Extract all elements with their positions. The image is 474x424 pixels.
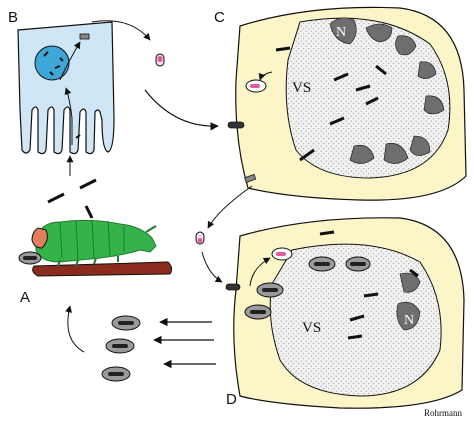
nucleus-label-c: N: [336, 25, 346, 40]
virion-rod-icon: [329, 116, 345, 126]
epithelial-cell-body: [17, 21, 115, 155]
nucleocapsid-rods-d: [319, 230, 419, 340]
virion-rod-icon: [54, 65, 61, 69]
virion-rod-icon: [365, 96, 379, 106]
panel-d-infected-cell: N VS: [225, 217, 465, 409]
virion-rod-icon: [275, 46, 291, 52]
occlusion-bodies-d: [244, 256, 371, 320]
panel-label-d: D: [226, 391, 237, 408]
arrow-icon: [207, 185, 253, 229]
chromatin-clumps: [396, 272, 421, 331]
virion-rod-icon: [75, 134, 81, 139]
nucleus-c-virogenic-stroma: [285, 17, 451, 179]
author-credit: Rohrmann: [424, 408, 462, 418]
arrow-icon: [59, 41, 81, 81]
virion-rod-icon: [319, 230, 335, 236]
arrow-icon: [65, 305, 85, 353]
panel-label-c: C: [214, 9, 225, 26]
budded-virus-icon: [155, 53, 165, 67]
vs-label-d: VS: [302, 320, 321, 336]
virion-rod-icon: [59, 57, 64, 62]
virion-rod-icon: [355, 84, 371, 92]
panel-a-host: A: [18, 178, 173, 353]
virion-rod-icon: [47, 192, 65, 204]
virion-rod-icon: [375, 64, 387, 76]
chromatin-clumps: [329, 17, 445, 164]
virion-rod-icon: [333, 72, 349, 82]
virion-rod-icon: [84, 205, 94, 219]
occlusion-body-icon: [111, 315, 141, 331]
budded-virus-icon: [245, 79, 267, 93]
nucleus-label-d: N: [404, 313, 414, 328]
budded-virus-icon: [195, 231, 205, 245]
released-occlusion-bodies: [101, 315, 216, 382]
arrow-icon: [144, 89, 219, 131]
occlusion-body-icon: [18, 251, 42, 265]
arrow-icon: [91, 20, 151, 41]
occlusion-body-icon: [256, 282, 284, 298]
virion-entering: [225, 283, 241, 291]
occlusion-body-icon: [308, 256, 336, 272]
arrow-icon: [64, 87, 73, 145]
virion-rod-icon: [299, 148, 315, 162]
budding-virion: [244, 173, 257, 184]
virion-rod-icon: [49, 71, 54, 76]
arrow-icon: [201, 251, 223, 283]
budded-virus-icon: [271, 247, 293, 261]
virion-rod-icon: [363, 292, 379, 298]
virion-rod-icon: [349, 314, 365, 322]
panel-label-a: A: [20, 289, 30, 306]
arrow-icon: [258, 71, 273, 81]
virion-rod-icon: [409, 268, 419, 278]
panel-label-b: B: [8, 9, 18, 26]
arrow-icon: [249, 257, 271, 287]
epithelial-nucleus: [34, 45, 70, 81]
virion-rod-icon: [43, 51, 49, 57]
occlusion-body-icon: [101, 366, 131, 382]
nucleocapsid-rods-c: [275, 46, 387, 162]
vs-label-c: VS: [292, 80, 311, 96]
nucleus-d-virogenic-stroma: [269, 243, 442, 397]
caterpillar-icon: [31, 219, 157, 267]
occlusion-body-icon: [345, 256, 371, 272]
panel-c-infected-cell: N VS C: [195, 6, 467, 283]
virion-entering: [227, 121, 245, 129]
branch-icon: [32, 261, 173, 277]
occlusion-body-icon: [105, 338, 135, 354]
occlusion-body-icon: [244, 304, 272, 320]
virion-rod-icon: [79, 178, 97, 190]
panel-b-midgut-cell: [17, 20, 219, 176]
virion-rod-icon: [347, 334, 363, 340]
budding-virion: [79, 33, 90, 40]
